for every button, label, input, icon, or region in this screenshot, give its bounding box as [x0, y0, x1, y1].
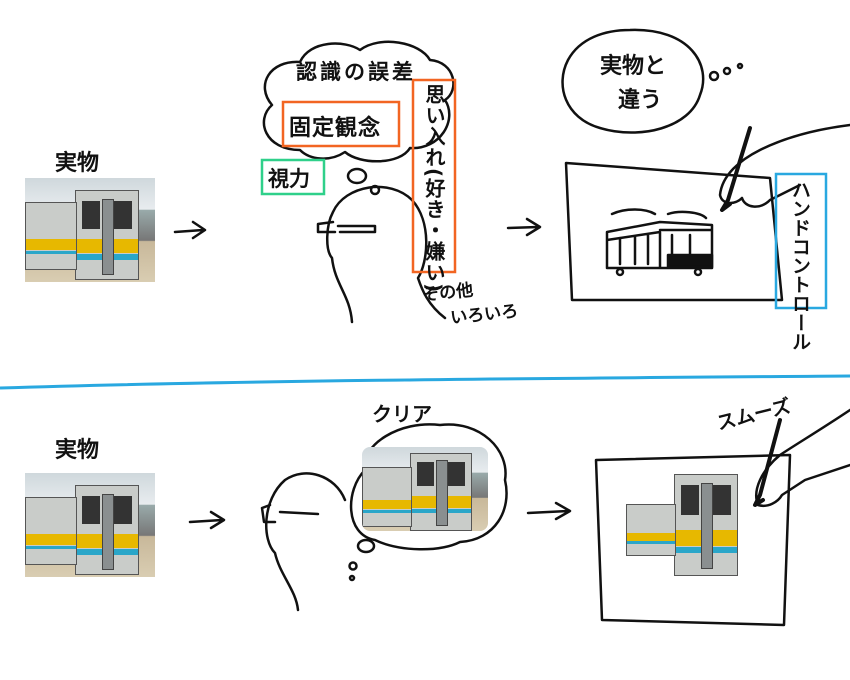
pen-icon — [753, 418, 782, 507]
hand-control-label: ハンドコントロール — [789, 180, 811, 351]
pen-icon — [720, 126, 752, 212]
train-photo — [25, 473, 155, 577]
eyesight-label: 視力 — [268, 167, 310, 191]
fixed-idea-label: 固定観念 — [289, 116, 382, 141]
clear-label: クリア — [372, 402, 432, 426]
arrow-icon — [526, 501, 572, 521]
hand — [718, 123, 850, 208]
arrow-icon — [506, 217, 542, 237]
head — [326, 185, 447, 324]
divider-line — [0, 374, 850, 390]
different-bubble-line2: 違う — [618, 88, 663, 113]
thought-train-photo — [362, 447, 488, 531]
different-bubble-line1: 実物と — [600, 54, 667, 79]
arrow-icon — [173, 220, 207, 240]
thought-title: 認識の誤差 — [296, 60, 416, 84]
attachment-box — [411, 78, 457, 274]
hand-control-box — [774, 172, 828, 310]
real-object-label-bottom: 実物 — [55, 438, 100, 463]
speech-bubble — [561, 28, 705, 134]
eyesight-box — [260, 158, 326, 196]
paper — [564, 161, 784, 302]
fixed-idea-box — [281, 100, 401, 148]
drawn-train-image — [626, 470, 742, 580]
attachment-label: 思い入れ(好き・嫌い) — [422, 84, 446, 294]
train-photo — [25, 178, 155, 282]
paper — [594, 453, 792, 627]
real-object-label: 実物 — [55, 151, 100, 176]
head — [265, 472, 347, 612]
thought-cloud — [349, 423, 508, 551]
arrow-icon — [188, 510, 226, 530]
thought-cloud — [262, 40, 455, 163]
